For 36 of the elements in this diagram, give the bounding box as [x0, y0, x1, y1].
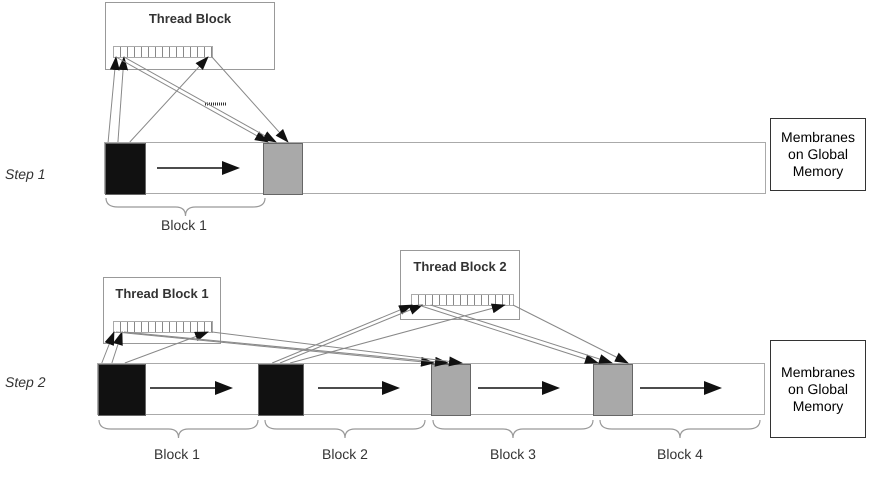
thread-block-box [400, 250, 520, 320]
step-label: Step 1 [5, 166, 46, 182]
arrow [101, 331, 114, 364]
block-label: Block 1 [160, 217, 208, 233]
block-title: Thread Block 1 [114, 286, 210, 301]
arrow [108, 56, 120, 142]
memory-cell [263, 143, 303, 195]
thread-block-box [105, 2, 275, 70]
memory-bar [104, 142, 766, 194]
arrow [111, 331, 123, 364]
thread-block-box [103, 277, 221, 344]
block-title: Thread Block [148, 11, 232, 26]
memory-cell [593, 364, 633, 416]
block-label: Block 3 [489, 446, 537, 462]
block-label: Block 2 [321, 446, 369, 462]
arrow [129, 56, 209, 142]
memory-cell [258, 364, 304, 416]
thread-array [113, 46, 213, 58]
memory-cell [431, 364, 471, 416]
memory-bar [97, 363, 765, 415]
memory-box: Membranes on Global Memory [770, 118, 866, 191]
step-label: Step 2 [5, 374, 46, 390]
thread-array [411, 294, 514, 306]
block-label: Block 1 [153, 446, 201, 462]
memory-cell [105, 143, 146, 195]
arrow [212, 332, 463, 366]
memory-cell [98, 364, 146, 416]
block-label: Block 4 [656, 446, 704, 462]
arrow [512, 304, 629, 364]
arrow [290, 304, 506, 364]
block-title: Thread Block 2 [412, 259, 508, 274]
arrow [117, 56, 128, 142]
arrow [212, 56, 289, 143]
memory-box: Membranes on Global Memory [770, 340, 866, 438]
arrow [124, 332, 209, 364]
thread-array [113, 321, 213, 333]
